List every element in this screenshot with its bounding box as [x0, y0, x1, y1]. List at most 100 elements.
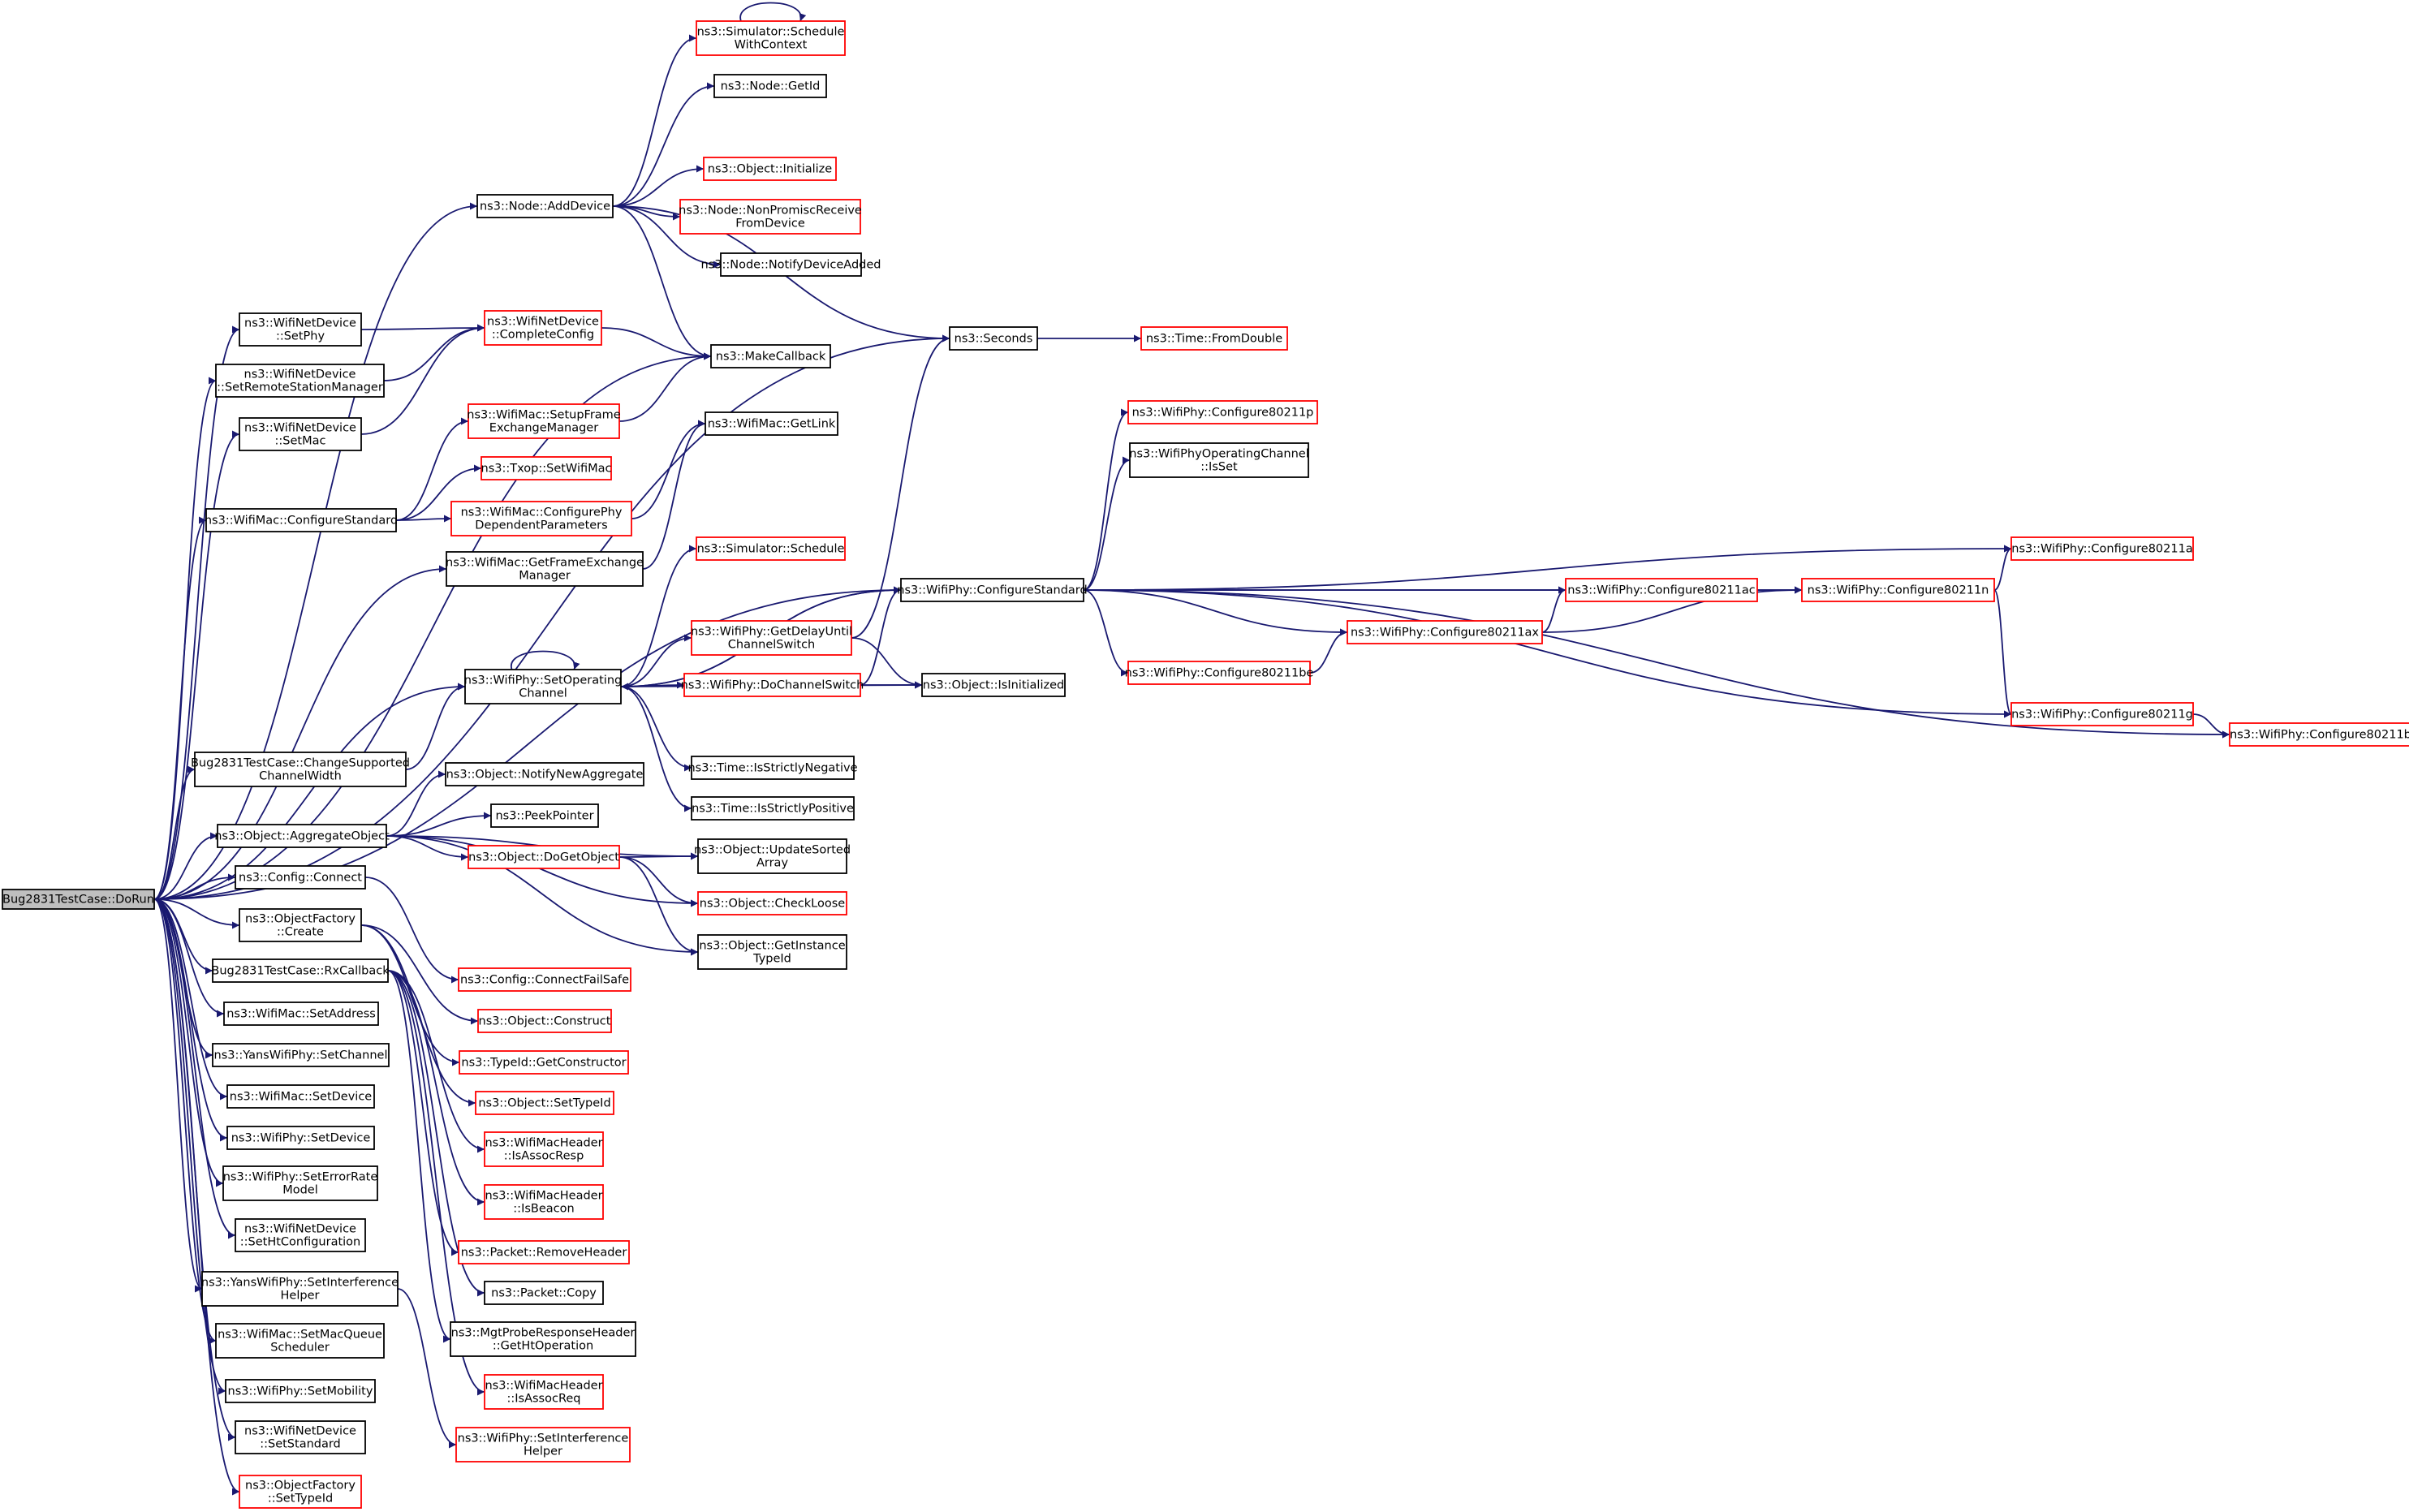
- node-pkt-copy[interactable]: ns3::Packet::Copy: [484, 1281, 604, 1305]
- node-obj-construct[interactable]: ns3::Object::Construct: [477, 1009, 612, 1033]
- node-obj-settypeid[interactable]: ns3::Object::SetTypeId: [475, 1091, 614, 1115]
- node-label-line: ns3::WifiPhy::DoChannelSwitch: [681, 679, 864, 692]
- nodes-layer: Bug2831TestCase::DoRun ns3::Simulator::Sc…: [2, 20, 2409, 1509]
- node-box: [1127, 400, 1318, 424]
- node-label-line: ns3::YansWifiPhy::SetChannel: [214, 1049, 388, 1062]
- node-wnd-setrsm[interactable]: ns3::WifiNetDevice::SetRemoteStationMana…: [215, 364, 385, 398]
- node-wnd-complete[interactable]: ns3::WifiNetDevice::CompleteConfig: [484, 310, 602, 346]
- node-wnd-sethtconf[interactable]: ns3::WifiNetDevice::SetHtConfiguration: [235, 1218, 366, 1252]
- node-hdr-assocreq[interactable]: ns3::WifiMacHeader::IsAssocReq: [484, 1374, 604, 1410]
- node-box: [450, 1321, 636, 1357]
- node-mac-setdevice[interactable]: ns3::WifiMac::SetDevice: [226, 1084, 375, 1109]
- node-label-line: Helper: [281, 1290, 320, 1303]
- edge-root-to-phy-setopch: [153, 683, 466, 900]
- edge-phy-configstd-to-opch-isset: [1083, 456, 1131, 591]
- node-phy-80211ax[interactable]: ns3::WifiPhy::Configure80211ax: [1347, 620, 1543, 644]
- node-time-pos[interactable]: ns3::Time::IsStrictlyPositive: [691, 796, 855, 821]
- node-sim-schedule[interactable]: ns3::Simulator::Schedule: [696, 536, 846, 561]
- node-obj-checkloose[interactable]: ns3::Object::CheckLoose: [697, 891, 847, 915]
- node-time-neg[interactable]: ns3::Time::IsStrictlyNegative: [687, 756, 858, 780]
- node-phy-80211p[interactable]: ns3::WifiPhy::Configure80211p: [1127, 400, 1318, 424]
- node-box: [720, 252, 862, 277]
- node-config-failsafe[interactable]: ns3::Config::ConnectFailSafe: [458, 967, 631, 992]
- node-of-create[interactable]: ns3::ObjectFactory::Create: [239, 908, 362, 942]
- edge-phy-setopch-to-phy-getdelay: [620, 634, 692, 687]
- node-obj-aggregate[interactable]: ns3::Object::AggregateObject: [214, 824, 390, 848]
- node-of-settypeid[interactable]: ns3::ObjectFactory::SetTypeId: [239, 1475, 362, 1509]
- node-node-adddevice[interactable]: ns3::Node::AddDevice: [476, 194, 614, 218]
- node-phy-setdevice[interactable]: ns3::WifiPhy::SetDevice: [226, 1126, 375, 1150]
- node-phy-80211g[interactable]: ns3::WifiPhy::Configure80211g: [2010, 702, 2194, 726]
- node-typeid-getctor[interactable]: ns3::TypeId::GetConstructor: [459, 1050, 629, 1075]
- node-opch-isset[interactable]: ns3::WifiPhyOperatingChannel::IsSet: [1129, 442, 1309, 478]
- node-box: [239, 312, 362, 347]
- node-root[interactable]: Bug2831TestCase::DoRun: [2, 889, 155, 910]
- node-bug-changecw[interactable]: Bug2831TestCase::ChangeSupportedChannelW…: [191, 752, 410, 787]
- node-fromdouble[interactable]: ns3::Time::FromDouble: [1140, 326, 1288, 351]
- node-phy-setmobility[interactable]: ns3::WifiPhy::SetMobility: [225, 1379, 376, 1403]
- node-label-line: ::IsAssocResp: [504, 1150, 584, 1163]
- node-txop-setmac[interactable]: ns3::Txop::SetWifiMac: [481, 456, 612, 480]
- node-wnd-setphy[interactable]: ns3::WifiNetDevice::SetPhy: [239, 312, 362, 347]
- node-phy-80211ac[interactable]: ns3::WifiPhy::Configure80211ac: [1565, 578, 1758, 602]
- node-bug-rxcallback[interactable]: Bug2831TestCase::RxCallback: [211, 958, 390, 983]
- node-label-line: ::SetStandard: [260, 1438, 341, 1451]
- node-config-connect[interactable]: ns3::Config::Connect: [235, 865, 366, 890]
- edge-phy-getdelay-to-seconds: [851, 334, 950, 639]
- node-wnd-setstandard[interactable]: ns3::WifiNetDevice::SetStandard: [235, 1420, 366, 1454]
- node-obj-dogetobject[interactable]: ns3::Object::DoGetObject: [468, 845, 620, 869]
- node-label-line: ns3::Time::IsStrictlyNegative: [687, 762, 857, 775]
- node-label-line: ns3::WifiNetDevice: [244, 422, 356, 435]
- node-peekpointer[interactable]: ns3::PeekPointer: [490, 803, 599, 828]
- node-box: [225, 1379, 376, 1403]
- node-phy-80211b[interactable]: ns3::WifiPhy::Configure80211b: [2229, 722, 2409, 747]
- node-box: [1140, 326, 1288, 351]
- node-label-line: Bug2831TestCase::RxCallback: [211, 965, 390, 978]
- node-obj-notifyagg[interactable]: ns3::Object::NotifyNewAggregate: [445, 762, 644, 786]
- node-mac-getlink[interactable]: ns3::WifiMac::GetLink: [705, 411, 838, 436]
- node-mgt-getht[interactable]: ns3::MgtProbeResponseHeader::GetHtOperat…: [450, 1321, 636, 1357]
- node-hdr-beacon[interactable]: ns3::WifiMacHeader::IsBeacon: [484, 1184, 604, 1220]
- node-box: [949, 326, 1038, 351]
- node-label-line: ns3::YansWifiPhy::SetInterference: [201, 1277, 399, 1290]
- node-hdr-assocresp[interactable]: ns3::WifiMacHeader::IsAssocResp: [484, 1131, 604, 1167]
- node-mac-setaddress[interactable]: ns3::WifiMac::SetAddress: [223, 1002, 379, 1026]
- node-phy-80211be[interactable]: ns3::WifiPhy::Configure80211be: [1125, 661, 1314, 685]
- node-makecallback[interactable]: ns3::MakeCallback: [710, 344, 831, 368]
- node-obj-initialize[interactable]: ns3::Object::Initialize: [703, 157, 837, 181]
- node-label-line: ns3::PeekPointer: [495, 810, 593, 823]
- node-box: [484, 310, 602, 346]
- node-label-line: ns3::WifiPhy::SetErrorRate: [223, 1171, 378, 1184]
- node-pkt-removeheader[interactable]: ns3::Packet::RemoveHeader: [458, 1240, 630, 1264]
- node-mac-configstd[interactable]: ns3::WifiMac::ConfigureStandard: [205, 508, 398, 532]
- node-wnd-setmac[interactable]: ns3::WifiNetDevice::SetMac: [239, 417, 362, 451]
- node-phy-configstd[interactable]: ns3::WifiPhy::ConfigureStandard: [897, 578, 1088, 602]
- node-node-getid[interactable]: ns3::Node::GetId: [713, 74, 827, 98]
- node-phy-dochsw[interactable]: ns3::WifiPhy::DoChannelSwitch: [681, 673, 864, 697]
- node-mac-configphydep[interactable]: ns3::WifiMac::ConfigurePhyDependentParam…: [450, 501, 632, 536]
- node-box: [703, 157, 837, 181]
- node-phy-80211a[interactable]: ns3::WifiPhy::Configure80211a: [2010, 536, 2194, 561]
- node-label-line: ns3::Object::Construct: [479, 1015, 611, 1028]
- edge-obj-dogetobject-to-obj-updsorted: [618, 852, 699, 860]
- node-label-line: ns3::WifiMacHeader: [485, 1190, 602, 1203]
- node-phy-80211n[interactable]: ns3::WifiPhy::Configure80211n: [1801, 578, 1995, 602]
- node-obj-isinit[interactable]: ns3::Object::IsInitialized: [921, 673, 1066, 697]
- edge-phy-configstd-to-phy-80211a: [1083, 545, 2012, 591]
- node-yans-setchannel[interactable]: ns3::YansWifiPhy::SetChannel: [212, 1043, 390, 1067]
- node-node-notify[interactable]: ns3::Node::NotifyDeviceAdded: [700, 252, 881, 277]
- node-seconds[interactable]: ns3::Seconds: [949, 326, 1038, 351]
